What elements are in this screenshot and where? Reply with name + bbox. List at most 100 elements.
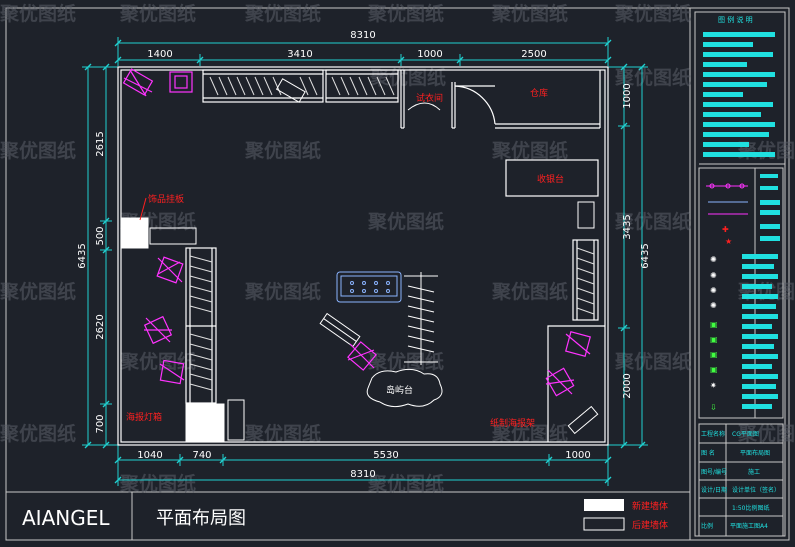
svg-text:✺: ✺ [710, 255, 717, 264]
dim-top-segment: 1400 [147, 49, 172, 60]
watermark: 聚优图纸 [491, 422, 568, 445]
info-label: 设计/日期 [701, 486, 727, 494]
dim-top-segment: 3410 [287, 49, 312, 60]
watermark-layer: 聚优图纸 聚优图纸 聚优图纸 聚优图纸 聚优图纸 聚优图纸 聚优图纸 聚优图纸 … [0, 2, 795, 495]
watermark: 聚优图纸 [244, 422, 321, 445]
watermark: 聚优图纸 [244, 2, 321, 25]
legend-symbols [706, 183, 748, 215]
sofa [336, 271, 402, 303]
dimension-ticks [84, 39, 646, 484]
panel-notes [703, 32, 775, 157]
svg-text:▣: ▣ [710, 365, 718, 374]
legend-solid-label: 新建墙体 [632, 500, 668, 512]
legend-icon-column: ✚ ★ ✺ ✺ ✺ ✺ ▣ ▣ ▣ ▣ ✷ ⇩ [710, 225, 732, 412]
svg-text:⇩: ⇩ [710, 403, 717, 412]
right-panel: 图 例 说 明 ✚ ★ ✺ ✺ ✺ ✺ ▣ ▣ ▣ [698, 15, 785, 537]
label-lightbox: 海报灯箱 [126, 411, 162, 423]
dim-bottom-total: 8310 [350, 469, 375, 480]
legend-outline-label: 后建墙体 [632, 519, 668, 531]
walls [117, 66, 609, 446]
dim-right-segment: 1000 [622, 83, 633, 108]
dim-left-segment: 700 [95, 414, 106, 433]
watermark: 聚优图纸 [0, 139, 76, 162]
label-fitting-room: 试衣间 [416, 92, 443, 104]
svg-text:▣: ▣ [710, 320, 718, 329]
watermark: 聚优图纸 [614, 66, 691, 89]
watermark: 聚优图纸 [737, 280, 795, 303]
watermark: 聚优图纸 [244, 280, 321, 303]
label-carton: 纸制海报架 [490, 417, 535, 429]
dim-left-segment: 500 [95, 226, 106, 245]
watermark: 聚优图纸 [0, 2, 76, 25]
dim-top-segment: 1000 [417, 49, 442, 60]
dim-right-total: 6435 [640, 243, 651, 268]
legend-outline-swatch [583, 517, 625, 531]
info-value: 平面布局图 [740, 449, 770, 457]
watermark: 聚优图纸 [737, 422, 795, 445]
dim-top-total: 8310 [350, 30, 375, 41]
cashier-counter [505, 159, 599, 197]
dim-bottom-segment: 1040 [137, 450, 162, 461]
svg-text:▣: ▣ [710, 335, 718, 344]
drawing-border [5, 7, 790, 541]
dim-top-segment: 2500 [521, 49, 546, 60]
svg-text:★: ★ [725, 237, 732, 246]
info-value: 平面施工图A4 [730, 522, 768, 530]
legend-solid-swatch [584, 499, 624, 511]
label-island: 岛屿台 [386, 384, 413, 396]
watermark: 聚优图纸 [367, 210, 444, 233]
dim-right-segment: 2000 [622, 373, 633, 398]
svg-text:✺: ✺ [710, 271, 717, 280]
dim-left-segment: 2615 [95, 131, 106, 156]
dim-left-total: 6435 [77, 243, 88, 268]
outer-wall [117, 66, 609, 446]
watermark: 聚优图纸 [0, 280, 76, 303]
svg-text:✚: ✚ [722, 225, 729, 234]
svg-text:✷: ✷ [710, 381, 717, 390]
inner-wall [120, 69, 606, 443]
watermark: 聚优图纸 [367, 472, 444, 495]
watermark: 聚优图纸 [119, 350, 196, 373]
watermark: 聚优图纸 [614, 350, 691, 373]
dim-left-segment: 2620 [95, 314, 106, 339]
info-value: 1:50比例图纸 [732, 504, 769, 512]
svg-text:✺: ✺ [710, 301, 717, 310]
info-label: 比例 [701, 522, 713, 530]
watermark: 聚优图纸 [614, 2, 691, 25]
watermark: 聚优图纸 [0, 422, 76, 445]
watermark: 聚优图纸 [491, 280, 568, 303]
svg-text:▣: ▣ [710, 350, 718, 359]
svg-text:✺: ✺ [710, 286, 717, 295]
dim-right-segment: 3435 [622, 214, 633, 239]
watermark: 聚优图纸 [119, 2, 196, 25]
panel-header: 图 例 说 明 [718, 15, 753, 24]
watermark: 聚优图纸 [614, 210, 691, 233]
island-table [366, 368, 443, 408]
watermark: 聚优图纸 [491, 139, 568, 162]
watermark: 聚优图纸 [244, 139, 321, 162]
label-display-board: 饰品挂板 [148, 193, 184, 205]
mannequin-fixtures [122, 68, 591, 397]
hanger-hatching [189, 76, 595, 391]
info-label: 图 名 [701, 449, 715, 457]
watermark: 聚优图纸 [367, 2, 444, 25]
dim-bottom-segment: 740 [192, 450, 211, 461]
wall-panel-block [121, 217, 149, 249]
furniture [121, 78, 599, 443]
dimension-lines [82, 37, 648, 486]
label-cashier: 收银台 [537, 173, 564, 185]
info-label: 图号/编号 [701, 468, 727, 476]
label-storage: 仓库 [530, 87, 548, 99]
dim-bottom-segment: 1000 [565, 450, 590, 461]
lightbox-block [185, 403, 225, 443]
info-value: CG平面图 [732, 431, 759, 438]
watermark: 聚优图纸 [119, 472, 196, 495]
info-value: 施工 [748, 468, 760, 476]
dim-bottom-segment: 5530 [373, 450, 398, 461]
watermark: 聚优图纸 [491, 2, 568, 25]
brand-name: AIANGEL [22, 506, 110, 530]
info-value: 设计单位（签名） [732, 486, 780, 494]
display-board-leader [139, 197, 147, 221]
info-label: 工程名称 [701, 430, 725, 438]
